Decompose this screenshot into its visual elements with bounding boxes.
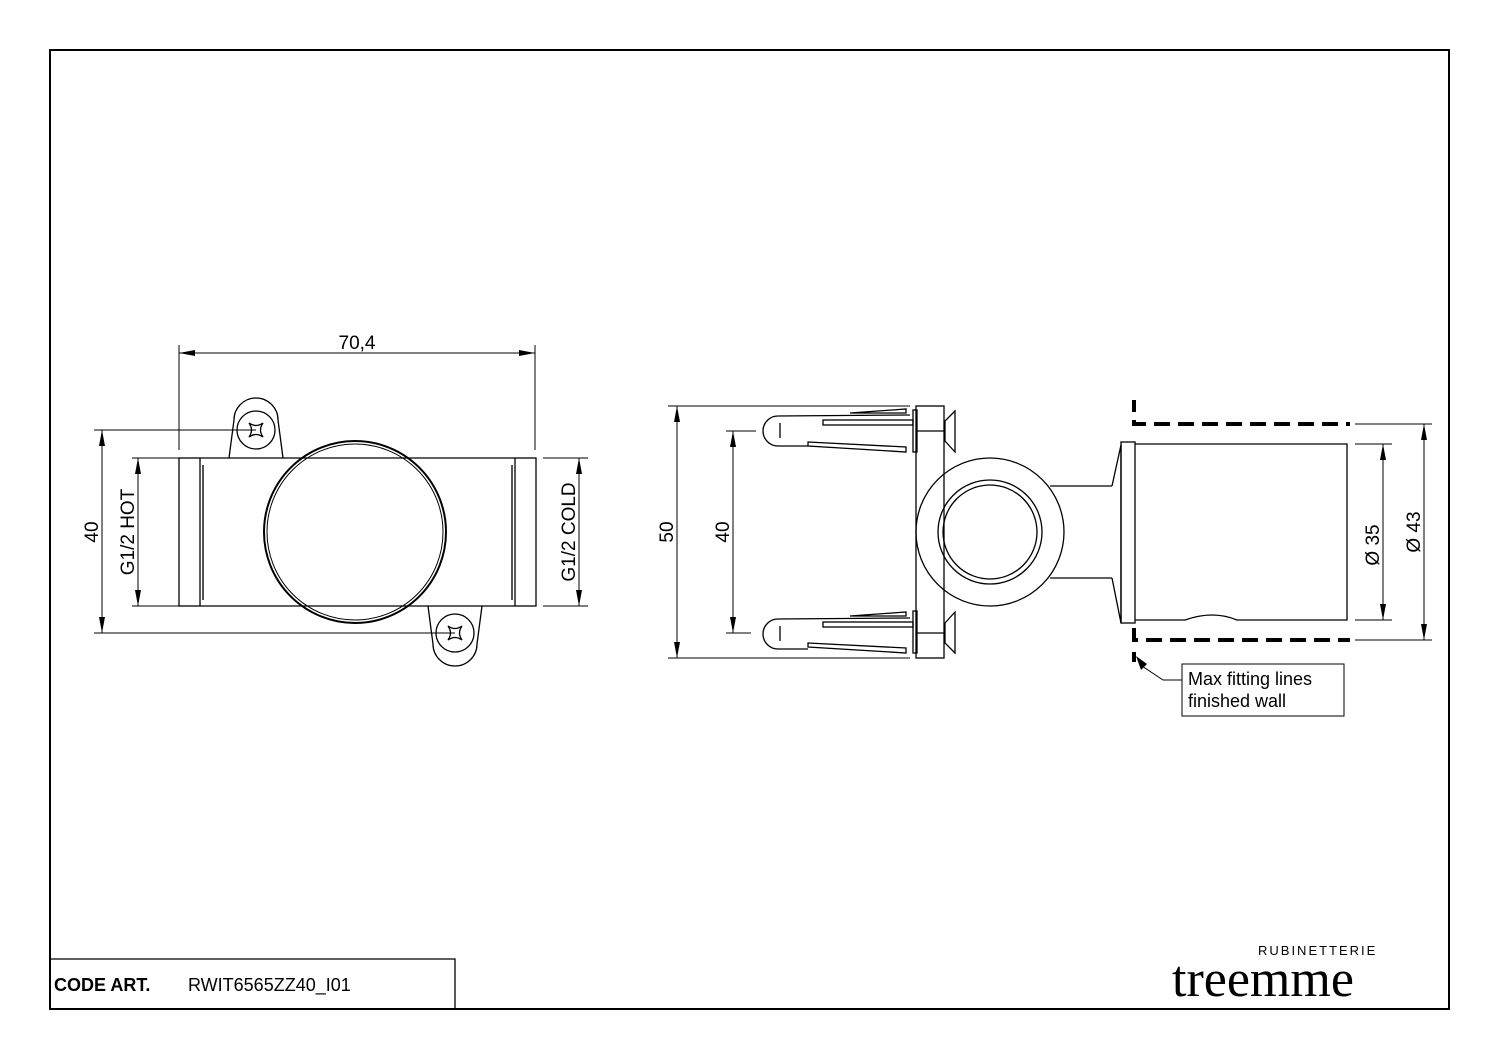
dimension-outer-height: 50 [657, 521, 678, 542]
hot-inlet-ring [178, 457, 201, 607]
title-block: CODE ART. RWIT6565ZZ40_I01 [50, 958, 456, 1009]
wall-anchor-bottom [762, 611, 914, 654]
diameter-43: Ø 43 [1404, 511, 1425, 552]
trim-flange [1120, 441, 1136, 624]
diameter-35: Ø 35 [1363, 524, 1384, 565]
screw-tab-bottom [427, 605, 483, 667]
dimension-width: 70,4 [339, 333, 376, 354]
front-view: 70,4 40 G1/2 HOT G1/2 COLD [82, 333, 588, 667]
wall-anchor-top [762, 408, 914, 453]
cartridge-circle [263, 440, 447, 624]
screw-tab-top [228, 397, 284, 459]
brand-subtitle: RUBINETTERIE [1258, 943, 1377, 958]
code-label: CODE ART. [54, 975, 150, 995]
body-ring-outer [915, 457, 1065, 607]
hot-inlet-label: G1/2 HOT [118, 488, 139, 575]
dimension-anchor-spacing: 40 [713, 521, 734, 542]
dimension-height: 40 [82, 521, 103, 542]
cold-inlet-ring [514, 457, 537, 607]
side-view: Max fitting lines finished wall 50 40 Ø … [657, 400, 1432, 717]
note-line-2: finished wall [1188, 691, 1286, 711]
brand-name: treemme [1172, 951, 1354, 1008]
drawing-frame [49, 49, 1450, 1010]
screw-head-icon [447, 625, 463, 641]
cold-inlet-label: G1/2 COLD [559, 482, 580, 581]
handle-body [1135, 443, 1348, 621]
note-box [1181, 663, 1345, 717]
brand-logo: RUBINETTERIE treemme [1172, 943, 1377, 1008]
screw-head-icon [248, 422, 264, 438]
code-value: RWIT6565ZZ40_I01 [188, 975, 351, 996]
note-line-1: Max fitting lines [1188, 669, 1312, 689]
